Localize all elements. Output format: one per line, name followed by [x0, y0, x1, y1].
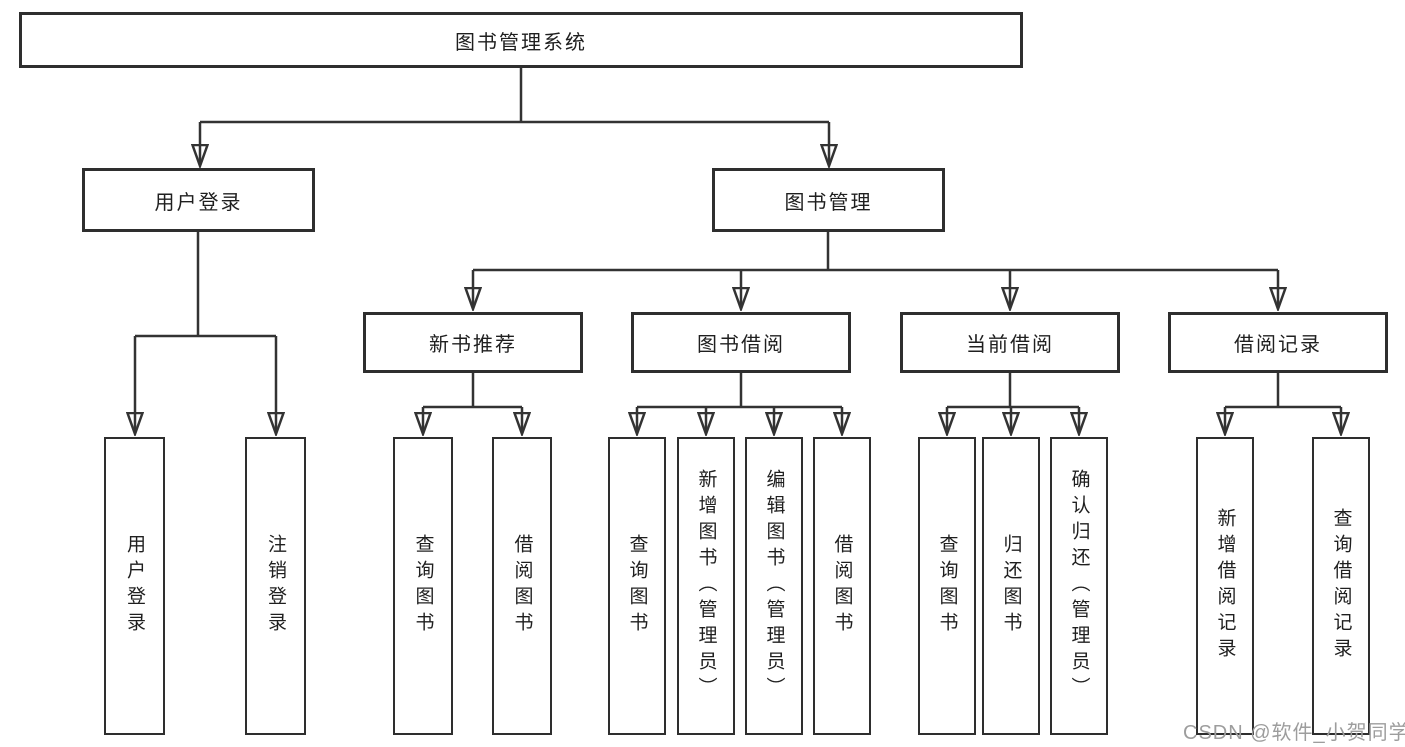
csdn-watermark: CSDN @软件_小贺同学 — [1183, 722, 1405, 744]
leaf-borrow-books: 借阅图书 — [813, 437, 871, 735]
leaf-logout: 注销登录 — [245, 437, 306, 735]
node-label: 新增图书（管理员） — [695, 469, 717, 703]
node-root-system: 图书管理系统 — [19, 12, 1023, 68]
node-label: 借阅图书 — [511, 534, 533, 638]
connector-root-to-children — [200, 68, 829, 165]
leaf-query-borrow-record: 查询借阅记录 — [1312, 437, 1370, 735]
node-label: 当前借阅 — [966, 334, 1054, 356]
leaf-add-book-admin: 新增图书（管理员） — [677, 437, 735, 735]
node-user-login: 用户登录 — [82, 168, 315, 232]
node-label: 用户登录 — [154, 191, 243, 214]
leaf-newbook-borrow-books: 借阅图书 — [492, 437, 552, 735]
connector-book-mgmt-to-children — [473, 232, 1278, 308]
connector-current-borrow-to-children — [947, 373, 1079, 433]
node-label: 编辑图书（管理员） — [763, 469, 785, 703]
connector-book-borrow-to-children — [637, 373, 842, 433]
node-label: 查询图书 — [936, 534, 958, 638]
node-label: 新书推荐 — [429, 334, 517, 356]
node-label: 新增借阅记录 — [1214, 508, 1236, 664]
node-label: 查询借阅记录 — [1330, 508, 1352, 664]
node-label: 借阅图书 — [831, 534, 853, 638]
leaf-edit-book-admin: 编辑图书（管理员） — [745, 437, 803, 735]
node-book-management: 图书管理 — [712, 168, 945, 232]
leaf-borrow-query-books: 查询图书 — [608, 437, 666, 735]
leaf-confirm-return-admin: 确认归还（管理员） — [1050, 437, 1108, 735]
node-book-borrowing: 图书借阅 — [631, 312, 851, 373]
connector-line — [200, 68, 829, 124]
leaf-return-books: 归还图书 — [982, 437, 1040, 735]
leaf-add-borrow-record: 新增借阅记录 — [1196, 437, 1254, 735]
node-new-book-recommend: 新书推荐 — [363, 312, 583, 373]
connector-line — [947, 373, 1079, 409]
node-label: 借阅记录 — [1234, 334, 1322, 356]
node-label: 注销登录 — [265, 534, 286, 638]
connector-line — [1225, 373, 1341, 409]
leaf-user-login: 用户登录 — [104, 437, 165, 735]
connector-new-book-to-children — [423, 373, 522, 433]
connector-borrow-record-to-children — [1225, 373, 1341, 433]
leaf-current-query-books: 查询图书 — [918, 437, 976, 735]
node-label: 图书借阅 — [697, 334, 785, 356]
node-label: 图书管理系统 — [455, 31, 587, 54]
node-label: 确认归还（管理员） — [1068, 469, 1090, 703]
node-borrow-records: 借阅记录 — [1168, 312, 1388, 373]
node-label: 归还图书 — [1000, 534, 1022, 638]
node-label: 查询图书 — [412, 534, 434, 638]
node-label: 查询图书 — [626, 534, 648, 638]
connector-line — [637, 373, 842, 409]
connector-line — [135, 232, 276, 338]
node-label: 用户登录 — [124, 534, 145, 638]
connector-line — [423, 373, 522, 409]
connector-user-login-to-children — [135, 232, 276, 433]
leaf-newbook-query-books: 查询图书 — [393, 437, 453, 735]
node-current-borrowing: 当前借阅 — [900, 312, 1120, 373]
node-label: 图书管理 — [784, 191, 873, 214]
connector-line — [473, 232, 1278, 272]
